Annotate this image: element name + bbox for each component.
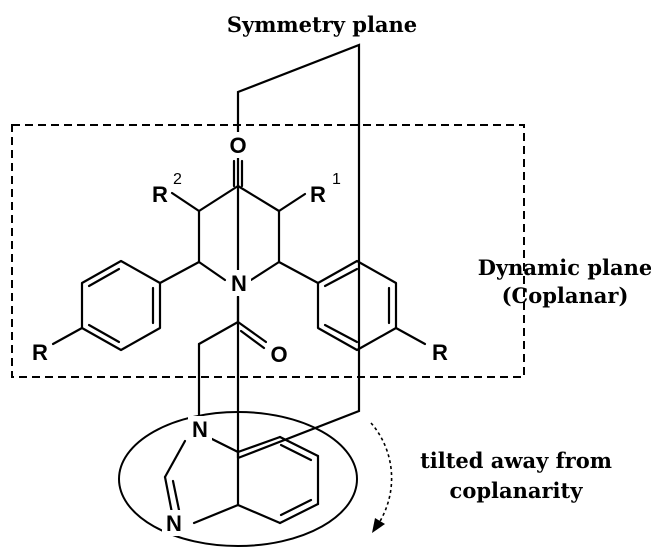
imidazole-n1: N [192, 417, 208, 442]
dynamic-plane-box [11, 124, 525, 378]
tilt-caption-line1: tilted away from [420, 448, 612, 473]
r-right-label: R [432, 340, 448, 365]
tilt-caption-line2: coplanarity [450, 478, 584, 503]
coplanar-caption: (Coplanar) [502, 283, 629, 308]
r-left-label: R [32, 340, 48, 365]
piperidinone-ring [197, 184, 281, 282]
ring-nitrogen: N [231, 271, 247, 296]
ring-substituents [158, 191, 320, 285]
benzimidazole [163, 435, 320, 525]
tilt-arrow [370, 422, 393, 533]
right-phenyl-ring [316, 259, 427, 352]
r1-label: R [310, 182, 326, 207]
amide-oxygen: O [270, 342, 287, 367]
r2-label: R [152, 182, 168, 207]
acyl-chain [197, 295, 268, 420]
r1-superscript: 1 [332, 171, 341, 188]
carbonyl-oxygen: O [229, 133, 246, 158]
imidazole-n3: N [166, 511, 182, 536]
left-phenyl-ring [51, 259, 162, 352]
r2-superscript: 2 [173, 171, 182, 188]
symmetry-plane-caption: Symmetry plane [227, 12, 417, 37]
symmetry-plane [236, 43, 361, 460]
dynamic-plane-caption: Dynamic plane [478, 255, 651, 280]
